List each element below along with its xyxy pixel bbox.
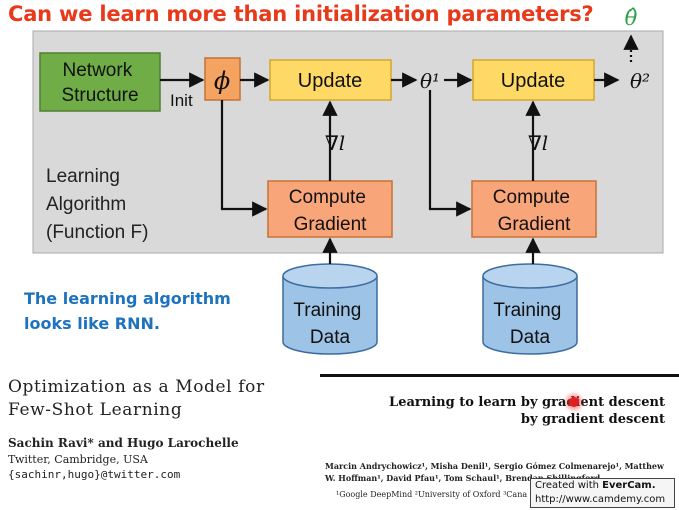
rnn-note: The learning algorithm looks like RNN. [24, 286, 231, 336]
paper1-email: {sachinr,hugo}@twitter.com [8, 468, 181, 481]
paper1-affiliation: Twitter, Cambridge, USA [8, 453, 148, 466]
training-data-2-line1: Training [493, 300, 561, 321]
training-data-label-2: Training Data [493, 300, 566, 348]
paper2-title: Learning to learn by gradient descent by… [389, 395, 665, 427]
update-label-1: Update [298, 70, 363, 92]
grad-label-1: ∇l [325, 131, 345, 155]
training-data-label-1: Training Data [293, 300, 366, 348]
arrow-theta1-to-compute2 [428, 90, 472, 217]
slide-title: Can we learn more than initialization pa… [8, 2, 594, 26]
paper2-affiliations: ¹Google DeepMind ²University of Oxford ³… [336, 490, 528, 499]
watermark-url: http://www.camdemy.com [535, 494, 666, 505]
watermark-line1: Created with EverCam. [535, 479, 670, 493]
learning-algorithm-line1: Learning [46, 166, 120, 187]
paper2-authors: Marcin Andrychowicz¹, Misha Denil¹, Serg… [325, 461, 664, 483]
learning-algorithm-line2: Algorithm [46, 194, 126, 215]
watermark-brand: EverCam. [602, 480, 656, 491]
update-label-2: Update [501, 70, 566, 92]
training-data-1-line1: Training [293, 300, 361, 321]
compute-gradient-box-2 [471, 180, 597, 238]
rnn-note-line2: looks like RNN. [24, 314, 160, 333]
paper1-title-line2: Few-Shot Learning [8, 400, 183, 420]
learning-algorithm-line3: (Function F) [46, 222, 148, 243]
training-data-1-line2: Data [310, 327, 351, 348]
compute-gradient-1-line2: Gradient [294, 214, 368, 235]
update-box-1 [269, 59, 392, 101]
theta2-label: θ² [630, 69, 650, 93]
watermark-prefix: Created with [535, 480, 603, 491]
compute-gradient-1-line1: Compute [289, 187, 366, 208]
grad-label-2: ∇l [528, 131, 548, 155]
network-structure-box [39, 52, 161, 112]
compute-gradient-label-1: Compute Gradient [289, 187, 371, 235]
pointer-cursor [569, 397, 579, 407]
learning-algorithm-diagram: Network Structure Init ϕ Update Update ∇… [32, 6, 664, 355]
compute-gradient-box-1 [267, 180, 393, 238]
paper1-authors: Sachin Ravi* and Hugo Larochelle [8, 436, 239, 450]
paper2-top-rule [320, 374, 679, 377]
learning-algorithm-label: Learning Algorithm (Function F) [46, 166, 148, 243]
evercam-watermark: Created with EverCam. http://www.camdemy… [530, 478, 675, 508]
network-structure-line1: Network [63, 60, 133, 81]
paper1-title: Optimization as a Model for Few-Shot Lea… [8, 376, 265, 422]
training-data-cylinder-2 [482, 263, 578, 355]
update-box-2 [472, 59, 595, 101]
training-data-cylinder-1 [282, 263, 378, 355]
theta-hat-label: θ̂ [625, 6, 638, 30]
init-label: Init [170, 91, 193, 110]
paper1-title-line1: Optimization as a Model for [8, 377, 265, 397]
training-data-2-line2: Data [510, 327, 551, 348]
network-structure-line2: Structure [61, 85, 138, 106]
compute-gradient-2-line1: Compute [493, 187, 570, 208]
phi-label: ϕ [214, 67, 230, 95]
arrow-phi-to-compute1 [220, 100, 268, 217]
compute-gradient-2-line2: Gradient [498, 214, 572, 235]
rnn-note-line1: The learning algorithm [24, 289, 231, 308]
paper1-excerpt: Optimization as a Model for Few-Shot Lea… [8, 376, 265, 481]
network-structure-label: Network Structure [61, 60, 138, 106]
phi-box [204, 57, 241, 101]
theta1-label: θ¹ [420, 69, 440, 93]
compute-gradient-label-2: Compute Gradient [493, 187, 575, 235]
